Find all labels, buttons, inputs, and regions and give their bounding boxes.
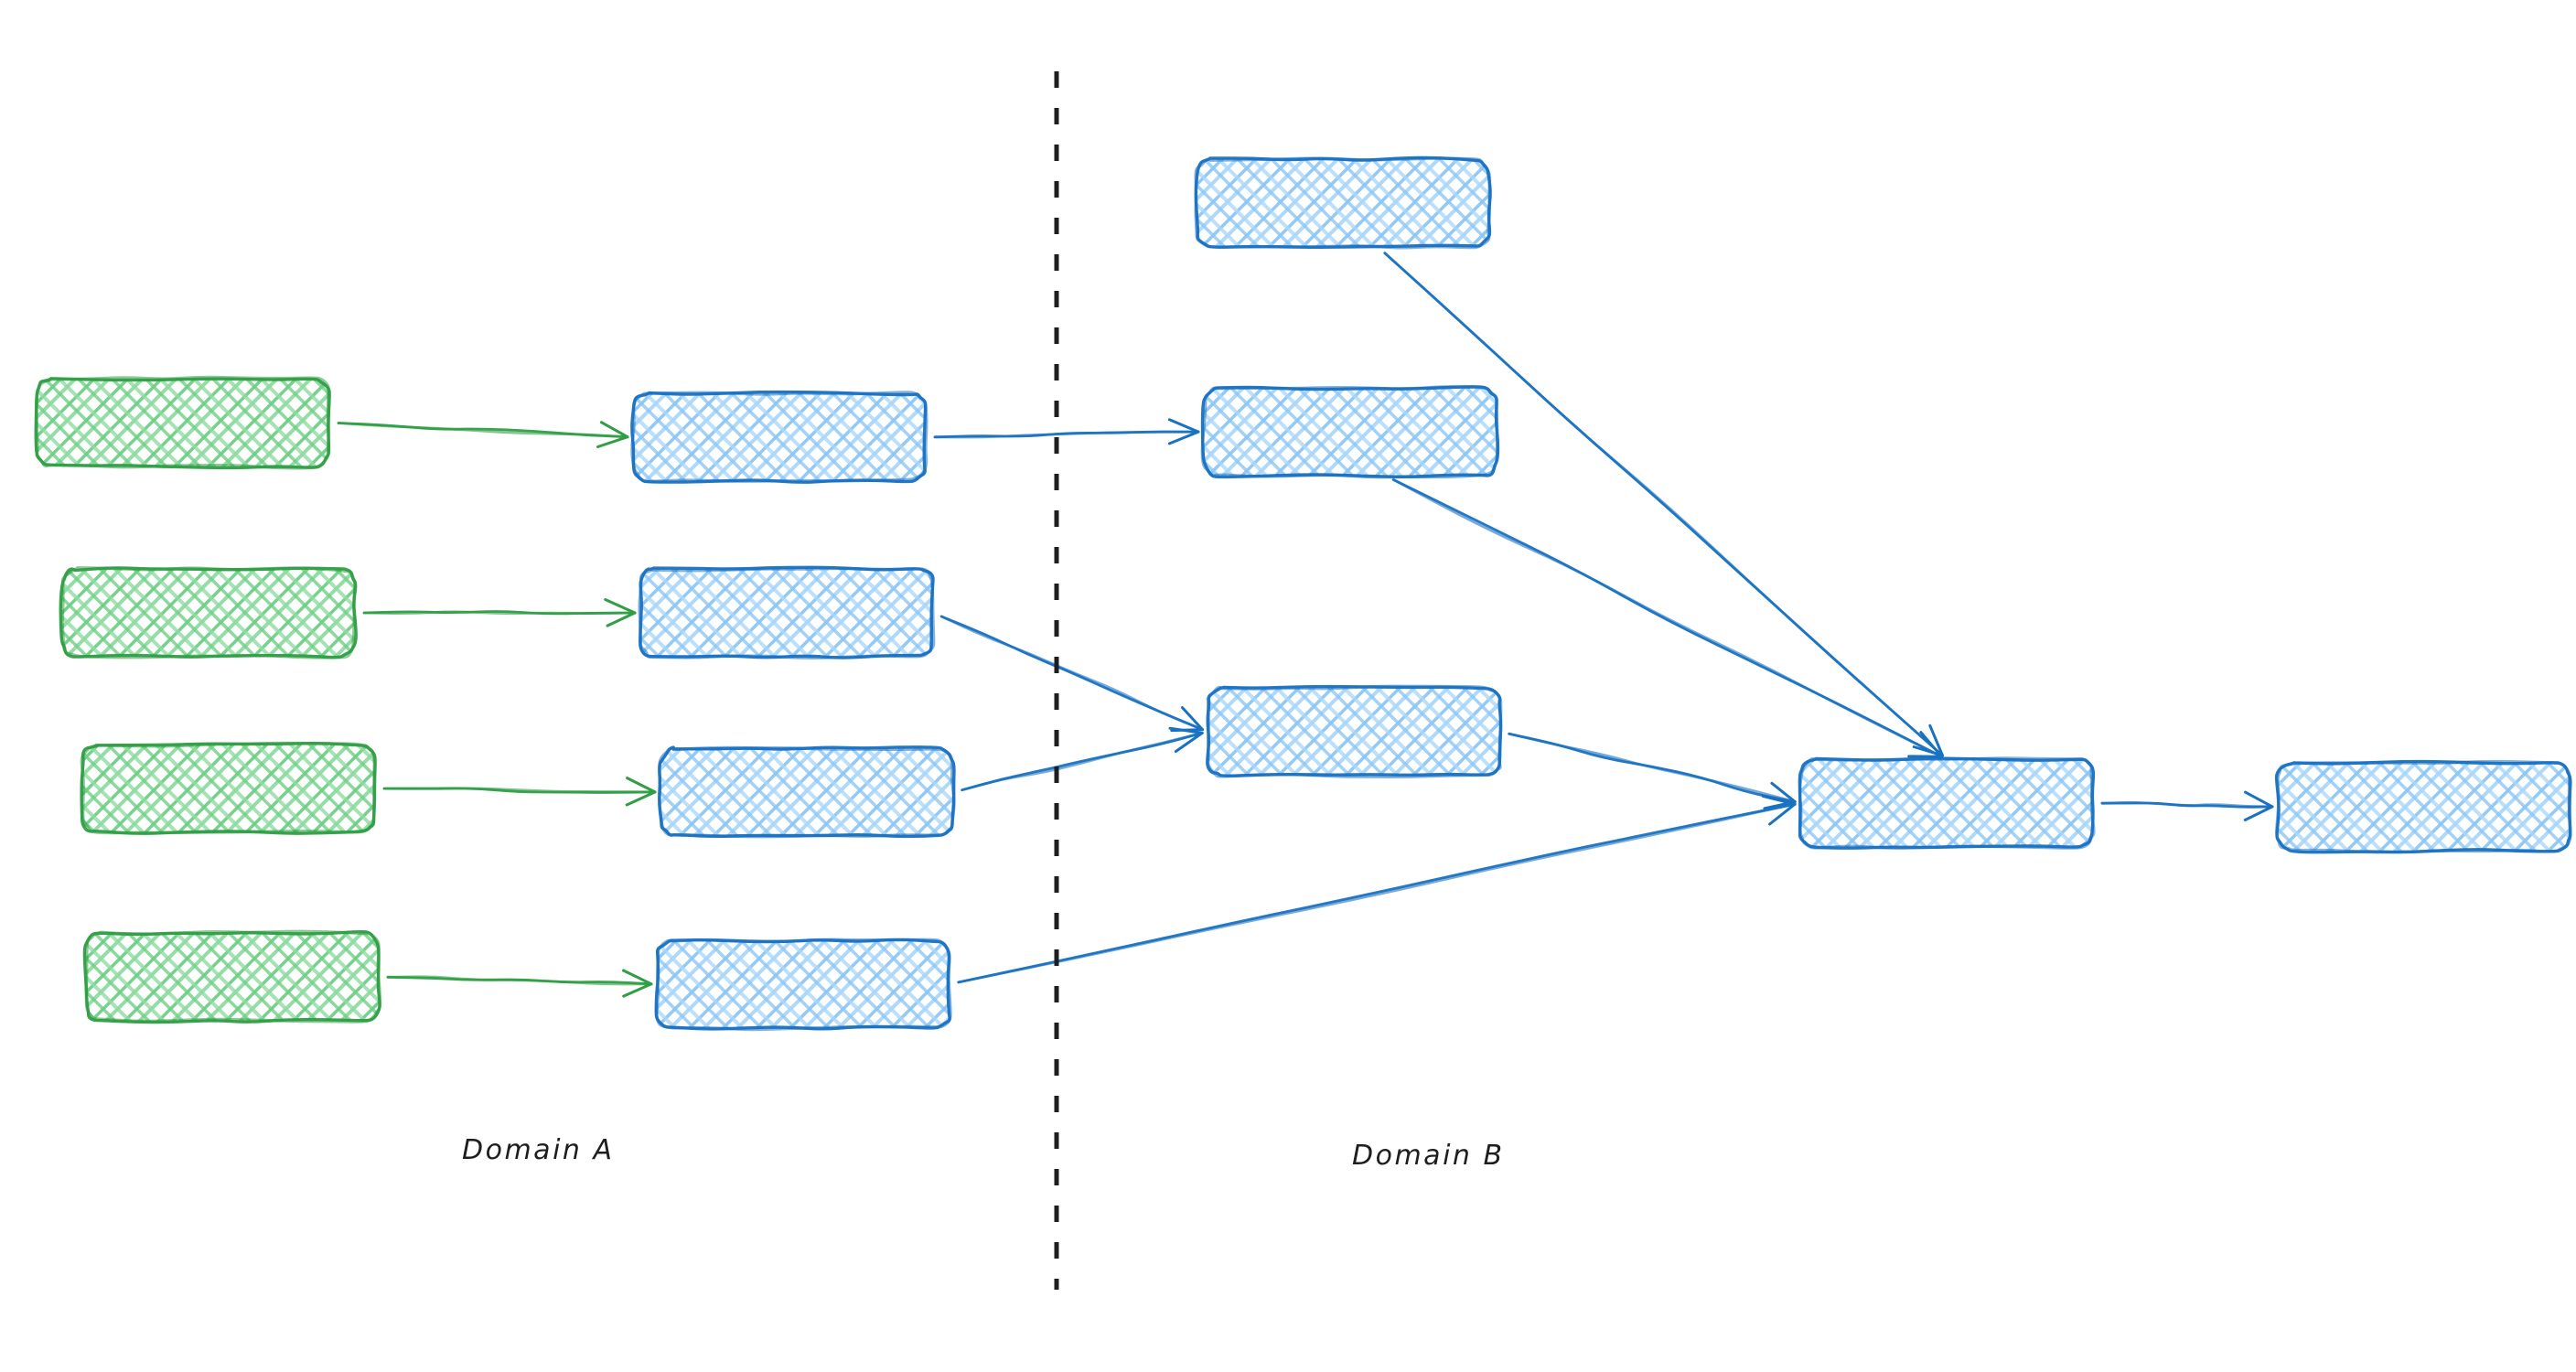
arrowhead-e4 [622, 982, 653, 998]
node-fill-a-mid-4 [657, 940, 950, 1028]
node-a-mid-1[interactable] [630, 390, 928, 484]
node-outline-a-in-2 [60, 566, 357, 659]
node-outline-a-mid-2 [638, 566, 936, 659]
node-a-in-2[interactable] [59, 566, 358, 659]
edge-line-e1 [337, 422, 629, 439]
node-outline-b-top [1194, 156, 1492, 250]
edge-line-e11 [1508, 732, 1797, 803]
edge-line-e3 [382, 787, 657, 794]
node-a-in-4[interactable] [82, 929, 382, 1024]
edge-line-e5 [933, 430, 1200, 439]
node-a-in-1[interactable] [34, 375, 331, 470]
edge-e2[interactable] [362, 598, 637, 627]
arrowhead-e6 [1181, 706, 1204, 732]
edge-e6[interactable] [939, 615, 1204, 733]
edge-line-e6 [939, 615, 1204, 731]
node-outline-a-in-3 [80, 741, 376, 835]
node-fill-a-in-3 [82, 745, 375, 832]
node-fill-b-out [2278, 763, 2571, 851]
node-outline-a-in-1 [35, 375, 330, 470]
edge-line-e7 [961, 732, 1204, 792]
domain-b-label: Domain B [1352, 1140, 1505, 1172]
node-outline-a-in-4 [84, 929, 382, 1024]
edge-line-e10 [1391, 478, 1943, 758]
edge-e12[interactable] [2100, 790, 2274, 821]
arrowhead-e7 [1174, 731, 1204, 753]
node-a-mid-2[interactable] [638, 565, 936, 659]
node-outline-a-mid-1 [630, 391, 928, 483]
arrowhead-e11 [1770, 781, 1797, 804]
node-outline-b-two [1200, 385, 1499, 479]
arrowhead-e5 [1167, 418, 1200, 434]
arrowhead-e1 [599, 421, 629, 439]
node-fill-b-top [1197, 159, 1489, 247]
nodes-layer [34, 155, 2572, 1032]
domain-a-label: Domain A [462, 1134, 615, 1166]
node-outline-a-mid-3 [657, 745, 956, 839]
edge-line-e9 [1383, 252, 1944, 757]
arrowhead-e3 [625, 790, 657, 807]
arrowhead-e1 [596, 435, 629, 448]
arrowhead-e10 [1919, 731, 1944, 758]
node-fill-a-in-2 [62, 569, 355, 657]
node-outline-b-three [1206, 684, 1503, 778]
node-fill-a-in-4 [86, 933, 379, 1021]
node-b-hub[interactable] [1798, 756, 2096, 850]
edge-line-e2 [362, 610, 637, 616]
node-fill-a-mid-2 [640, 569, 933, 657]
node-fill-b-two [1204, 388, 1497, 476]
arrowhead-e7 [1168, 726, 1204, 734]
arrowhead-e12 [2243, 805, 2274, 821]
edge-e10[interactable] [1391, 478, 1944, 758]
node-a-in-3[interactable] [80, 741, 377, 835]
arrowhead-e8 [1768, 802, 1797, 826]
node-fill-b-three [1208, 688, 1500, 776]
arrowhead-e12 [2244, 790, 2274, 809]
edge-e5[interactable] [933, 418, 1200, 445]
edge-e8[interactable] [957, 794, 1797, 984]
edges-layer [337, 252, 2274, 998]
edge-e11[interactable] [1508, 732, 1797, 810]
node-b-two[interactable] [1200, 385, 1500, 479]
edge-e4[interactable] [386, 969, 653, 998]
node-a-mid-3[interactable] [657, 745, 956, 839]
edge-line-e4 [386, 975, 653, 986]
node-fill-b-hub [1800, 759, 2093, 847]
node-outline-b-hub [1798, 756, 2096, 850]
edge-e1[interactable] [337, 421, 629, 448]
edge-line-e12 [2100, 800, 2274, 809]
edge-e3[interactable] [382, 777, 657, 807]
arrowhead-e4 [622, 969, 653, 986]
node-b-three[interactable] [1206, 684, 1503, 778]
node-b-top[interactable] [1194, 155, 1492, 250]
node-fill-a-in-1 [37, 379, 329, 466]
arrowhead-e3 [626, 777, 657, 794]
arrowhead-e5 [1168, 430, 1200, 445]
arrowhead-e11 [1763, 800, 1797, 810]
node-outline-b-out [2275, 759, 2572, 854]
node-a-mid-4[interactable] [654, 938, 952, 1032]
node-fill-a-mid-1 [633, 393, 926, 481]
node-b-out[interactable] [2274, 759, 2572, 854]
arrowhead-e2 [604, 598, 637, 615]
node-outline-a-mid-4 [655, 938, 952, 1032]
edge-e7[interactable] [961, 726, 1204, 792]
edge-e9[interactable] [1383, 252, 1944, 757]
arrowhead-e2 [606, 611, 637, 627]
node-fill-a-mid-3 [660, 748, 953, 836]
arrowhead-e9 [1928, 724, 1944, 757]
